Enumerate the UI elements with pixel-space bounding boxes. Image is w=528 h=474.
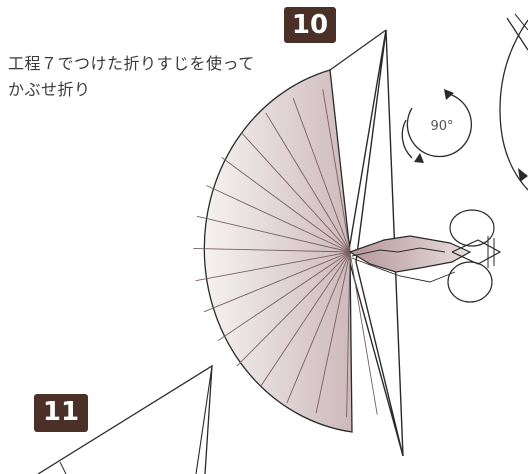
- fan-ray: [236, 251, 351, 367]
- fan-ray: [292, 98, 351, 253]
- fan-ray: [193, 247, 351, 253]
- step-number-10: 10: [284, 7, 336, 43]
- tail-fan-rays: [193, 89, 378, 418]
- fan-ray: [241, 132, 351, 253]
- fan-ray: [259, 251, 351, 388]
- rotate-arrow-icon: [401, 89, 473, 163]
- rotation-label: 90°: [430, 119, 454, 134]
- fan-ray: [195, 251, 351, 282]
- head-loop-bottom: [447, 261, 493, 303]
- fan-ray: [346, 251, 351, 418]
- instruction-line-1: 工程７でつけた折りすじを使って: [8, 54, 255, 73]
- tail-fan: [203, 69, 353, 433]
- fan-ray: [206, 185, 351, 253]
- fan-ray: [196, 215, 351, 253]
- next-diagram-partial: [499, 13, 528, 191]
- fan-ray: [315, 251, 351, 414]
- instruction-text: 工程７でつけた折りすじを使って かぶせ折り: [8, 51, 348, 103]
- fan-ray: [217, 251, 351, 342]
- fan-ray: [322, 89, 351, 253]
- fan-ray: [265, 112, 351, 253]
- head-loop-top: [449, 209, 495, 247]
- fan-ray: [221, 157, 351, 253]
- step11-diagram: [37, 364, 213, 474]
- fan-ray: [203, 251, 351, 313]
- instruction-line-2: かぶせ折り: [8, 80, 91, 99]
- step-number-11: 11: [34, 394, 88, 432]
- origami-bird-icon: [193, 29, 502, 457]
- fan-ray: [286, 251, 351, 404]
- fan-ray: [349, 251, 378, 415]
- bird-body: [348, 235, 472, 273]
